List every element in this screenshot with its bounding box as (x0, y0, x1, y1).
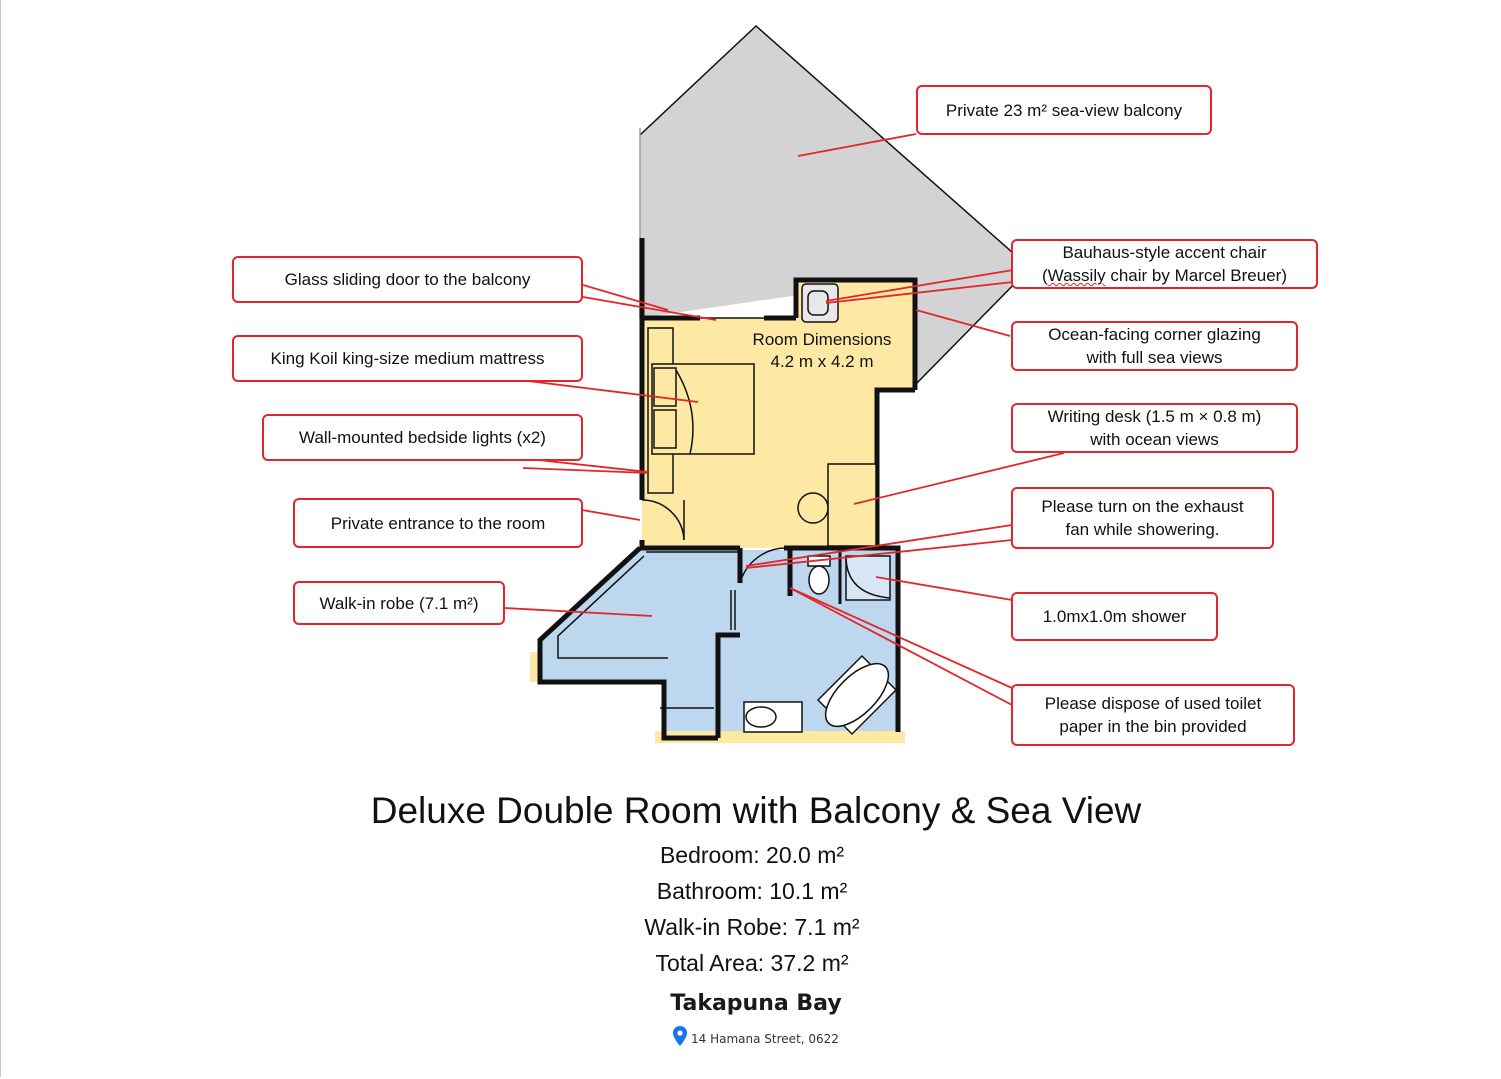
bed (647, 327, 755, 494)
callout-mattress-text: King Koil king-size medium mattress (270, 349, 545, 368)
callout-accent-chair-line1: Bauhaus-style accent chair (1062, 243, 1267, 262)
walk-in-robe-floor (540, 550, 740, 738)
callout-entrance: Private entrance to the room (293, 498, 583, 548)
area-bathroom: Bathroom: 10.1 m² (656, 878, 848, 904)
callout-exhaust-fan: Please turn on the exhaust fan while sho… (1011, 487, 1274, 549)
callout-balcony: Private 23 m² sea-view balcony (916, 85, 1212, 135)
callout-entrance-text: Private entrance to the room (330, 513, 546, 533)
room-dimensions-heading: Room Dimensions (752, 330, 892, 349)
page-title: Deluxe Double Room with Balcony & Sea Vi… (370, 790, 1142, 831)
shower (845, 555, 891, 601)
callout-glass-door: Glass sliding door to the balcony (232, 256, 583, 303)
callout-writing-desk-line1: Writing desk (1.5 m × 0.8 m) (1047, 407, 1262, 426)
accent-chair (801, 283, 839, 323)
callout-corner-glazing-line2: with full sea views (1086, 348, 1223, 367)
entry-door (641, 499, 685, 541)
callout-exhaust-fan-line1: Please turn on the exhaust (1041, 497, 1244, 516)
callout-shower: 1.0mx1.0m shower (1011, 592, 1218, 641)
callout-glass-door-text: Glass sliding door to the balcony (284, 270, 531, 289)
area-total: Total Area: 37.2 m² (655, 950, 849, 976)
area-bedroom: Bedroom: 20.0 m² (659, 842, 845, 868)
callout-bedside-lights: Wall-mounted bedside lights (x2) (262, 414, 583, 461)
desk (827, 463, 877, 547)
callout-writing-desk-line2: with ocean views (1090, 430, 1219, 449)
callout-toilet-paper-line2: paper in the bin provided (1059, 717, 1247, 736)
bathroom-door (739, 547, 787, 584)
callout-writing-desk: Writing desk (1.5 m × 0.8 m) with ocean … (1011, 403, 1298, 453)
callout-exhaust-fan-line2: fan while showering. (1065, 520, 1220, 539)
room-dimensions-value: 4.2 m x 4.2 m (770, 352, 874, 371)
wall-inner-lines (557, 551, 738, 709)
map-pin-icon (673, 1026, 688, 1046)
walls (537, 238, 918, 741)
stool (797, 492, 829, 524)
chair-rest: chair by Marcel Breuer) (1105, 266, 1287, 285)
location-name: Takapuna Bay (670, 991, 842, 1016)
leader-lines (504, 133, 1065, 706)
callout-accent-chair-line2: (Wassily chair by Marcel Breuer) (1042, 264, 1287, 287)
callout-balcony-text: Private 23 m² sea-view balcony (945, 100, 1183, 120)
callout-mattress: King Koil king-size medium mattress (232, 335, 583, 382)
callout-toilet-paper-line1: Please dispose of used toilet (1044, 694, 1262, 713)
callout-corner-glazing: Ocean-facing corner glazing with full se… (1011, 321, 1298, 371)
chair-paren: ( (1042, 266, 1048, 285)
callout-shower-text: 1.0mx1.0m shower (1042, 607, 1187, 626)
balcony-area (640, 26, 1030, 384)
location-address: 14 Hamana Street, 0622 (691, 1032, 839, 1046)
chair-wassily: Wassily (1047, 266, 1106, 285)
basin (743, 701, 803, 733)
callout-corner-glazing-line1: Ocean-facing corner glazing (1048, 325, 1261, 344)
address-row: 14 Hamana Street, 0622 (0, 1026, 1501, 1046)
callout-accent-chair: Bauhaus-style accent chair (Wassily chai… (1011, 239, 1318, 289)
callout-bedside-lights-text: Wall-mounted bedside lights (x2) (299, 428, 546, 447)
left-strip (530, 652, 540, 682)
room-dimensions-label: Room Dimensions 4.2 m x 4.2 m (732, 329, 912, 373)
callout-walk-in-robe-text: Walk-in robe (7.1 m²) (319, 593, 479, 613)
callout-walk-in-robe: Walk-in robe (7.1 m²) (293, 581, 505, 625)
area-walk-in-robe: Walk-in Robe: 7.1 m² (644, 914, 860, 940)
callout-toilet-paper: Please dispose of used toilet paper in t… (1011, 684, 1295, 746)
bathtub (816, 654, 898, 736)
